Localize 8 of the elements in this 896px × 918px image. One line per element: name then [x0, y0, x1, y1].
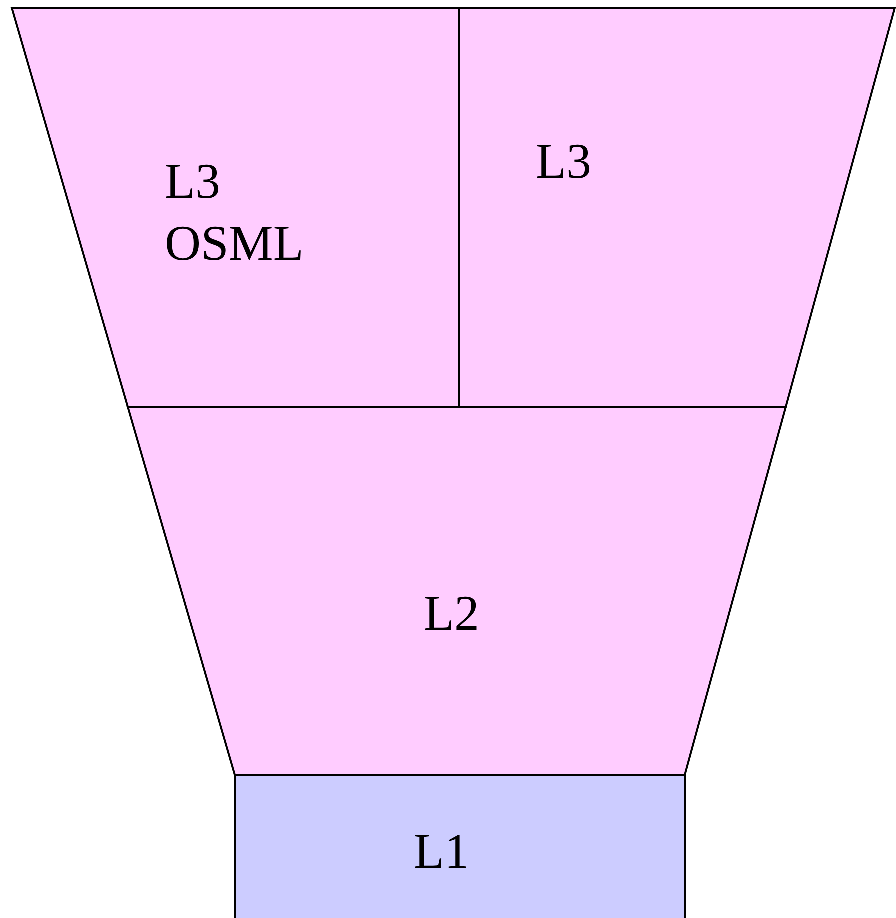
- layer-label: L3: [536, 132, 592, 191]
- layer-block: [459, 8, 895, 407]
- layer-label: L2: [424, 584, 480, 643]
- layer-label: L3 OSML: [165, 152, 305, 273]
- layer-label: L1: [414, 822, 470, 881]
- layer-block: [128, 407, 786, 775]
- layer-block: [235, 775, 685, 918]
- layer-block: [12, 8, 459, 407]
